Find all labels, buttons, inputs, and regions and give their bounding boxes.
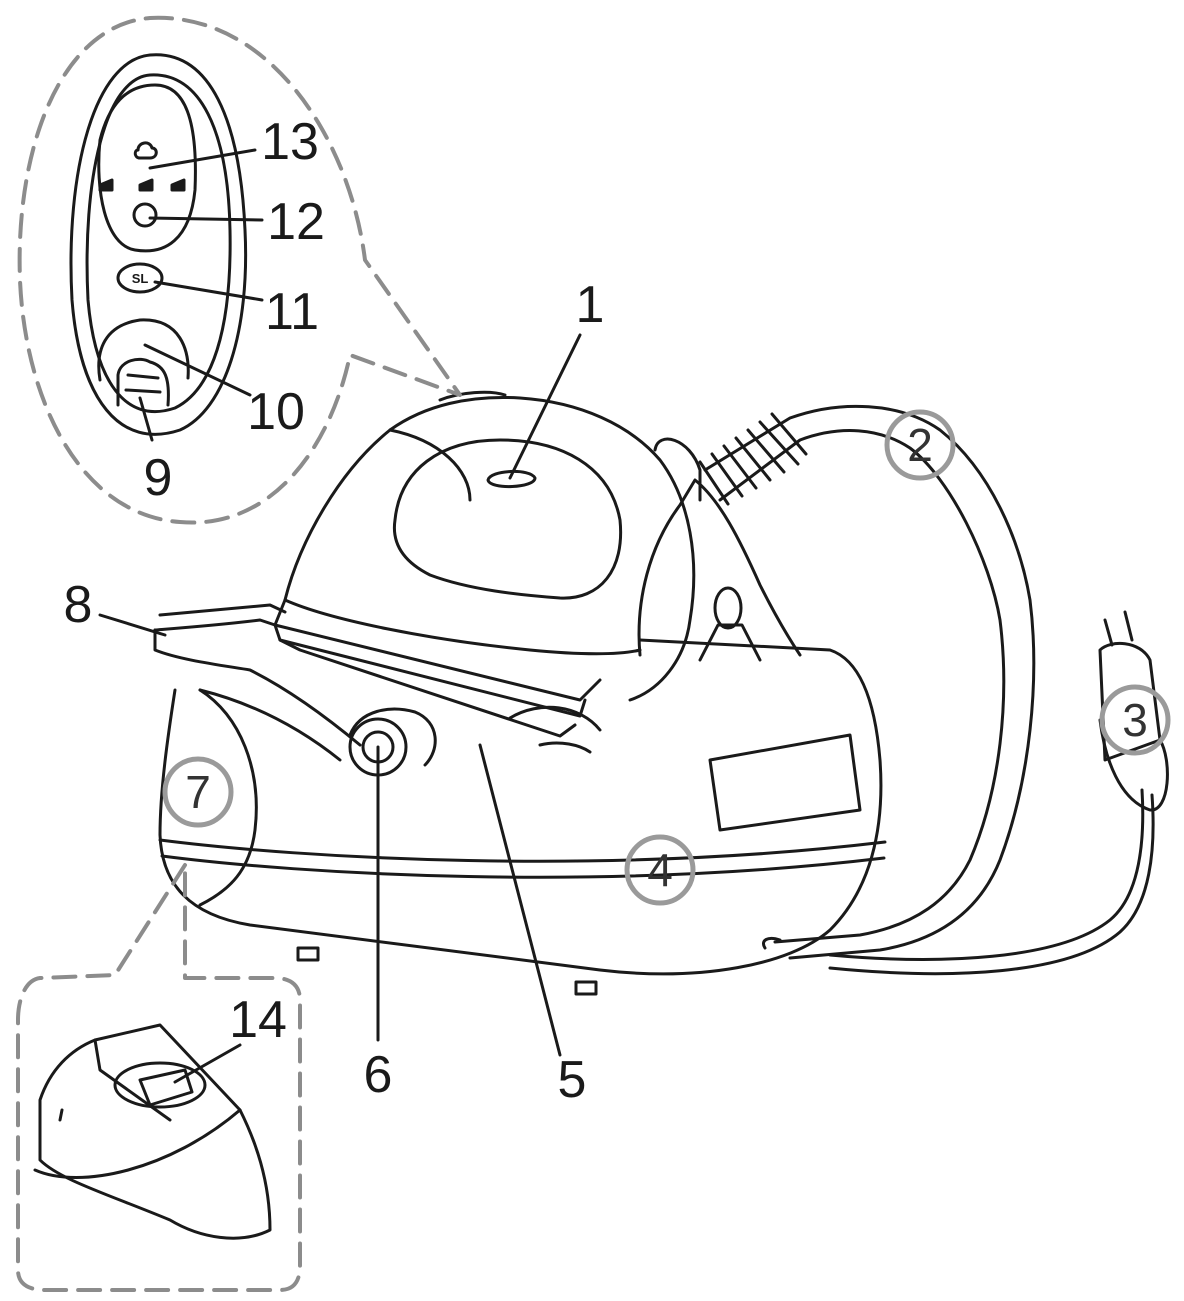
heel-rest-inset xyxy=(33,1023,272,1240)
callout-12: 12 xyxy=(267,193,325,251)
callout-2: 2 xyxy=(907,419,933,471)
base-station xyxy=(158,638,887,996)
power-cord xyxy=(828,610,1169,976)
leader-lines xyxy=(98,148,582,1084)
callout-7: 7 xyxy=(185,766,211,818)
callout-4: 4 xyxy=(647,844,673,896)
callout-10: 10 xyxy=(247,383,305,441)
inset-outlines xyxy=(16,15,462,1292)
callout-circles xyxy=(162,409,1171,906)
control-panel-inset xyxy=(69,53,248,436)
callout-9: 9 xyxy=(143,449,173,507)
iron-body xyxy=(273,390,696,754)
callout-3: 3 xyxy=(1122,694,1148,746)
carry-handle xyxy=(153,603,437,777)
callout-11: 11 xyxy=(265,283,319,341)
callout-6: 6 xyxy=(363,1046,393,1104)
callout-14: 14 xyxy=(229,991,287,1049)
callout-13: 13 xyxy=(261,113,319,171)
callout-5: 5 xyxy=(557,1051,587,1109)
callout-1: 1 xyxy=(575,276,605,334)
sl-button-label: SL xyxy=(132,271,149,286)
boiler-tower xyxy=(637,437,802,662)
callout-8: 8 xyxy=(63,576,93,634)
